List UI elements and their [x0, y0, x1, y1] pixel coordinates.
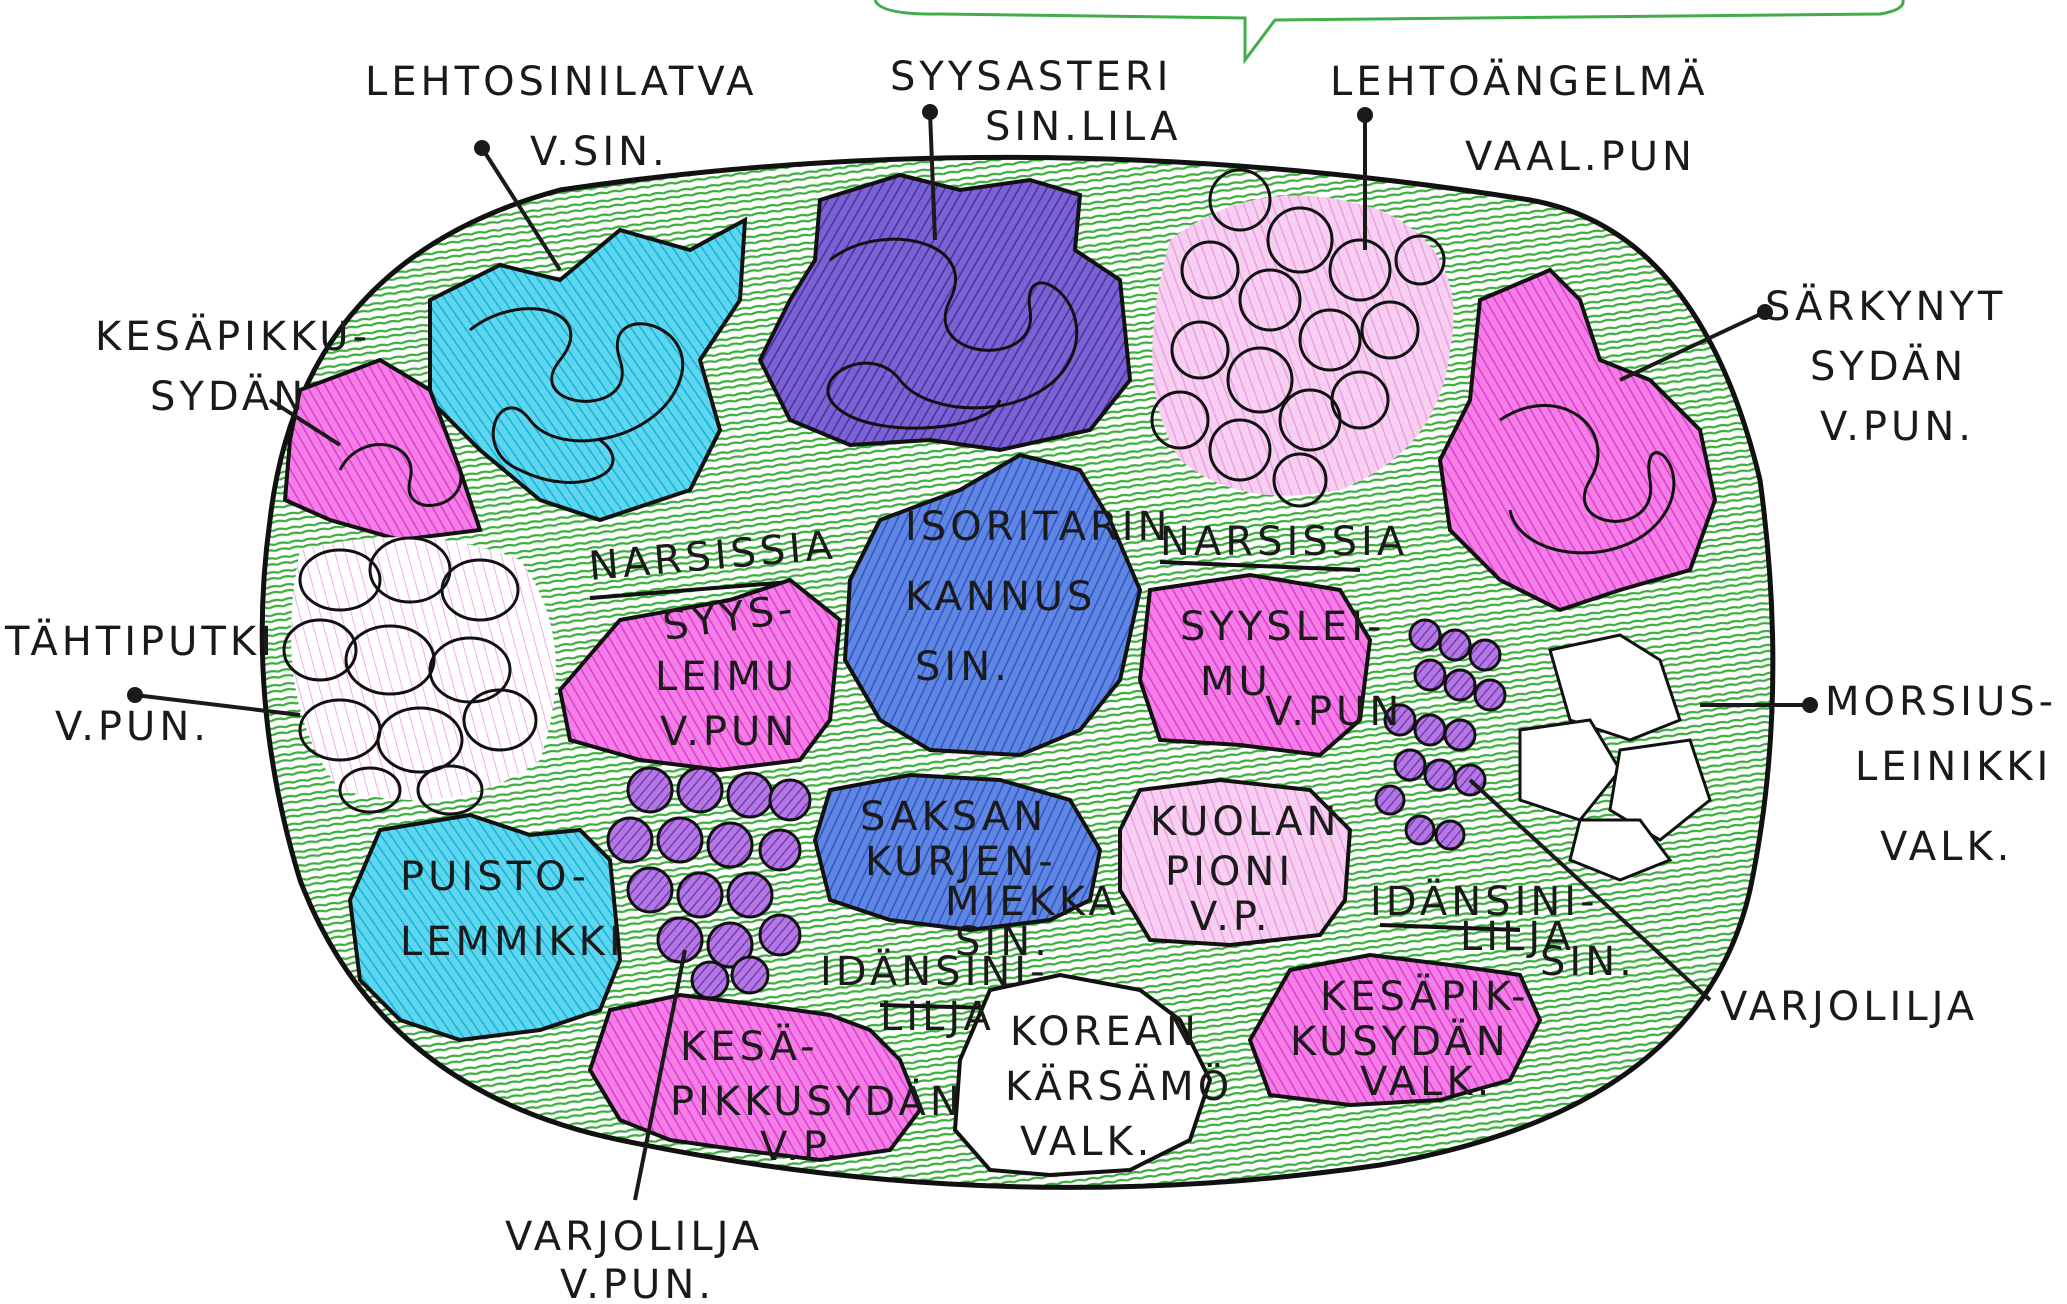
label-koreankarsamo-3: VALK. [1020, 1119, 1153, 1165]
bed-koreankarsamo [952, 972, 1213, 1178]
label-isoritarinkannus-2: KANNUS [905, 574, 1096, 620]
idansinililja-left-underline [879, 1003, 991, 1010]
label-narsissia-right: NARSISSIA [1160, 519, 1408, 565]
label-saksankurjenmiekka-2: KURJEN- [865, 839, 1057, 885]
bed-lehtoangelma [1150, 168, 1454, 508]
plant-labels-inner: NARSISSIA NARSISSIA ISORITARIN KANNUS SI… [400, 504, 1636, 1170]
label-tahtiputki-2: V.PUN. [55, 704, 210, 750]
label-syysasteri: SYYSASTERI [890, 54, 1172, 100]
scribble-sarkynyt-sydan [1499, 403, 1676, 555]
label-syysleimu-right-1: SYYSLEI- [1180, 604, 1385, 650]
label-syysleimu-right-3: V.PUN [1265, 689, 1403, 735]
label-sarkynyt-1: SÄRKYNYT [1765, 282, 2006, 330]
label-syysasteri-color: SIN.LILA [985, 104, 1181, 150]
scribble-syysasteri [826, 237, 1079, 430]
label-isoritarinkannus-3: SIN. [915, 644, 1011, 690]
label-morsius-2: LEINIKKI [1855, 744, 2052, 790]
label-lehtosinilatva: LEHTOSINILATVA [365, 59, 758, 105]
narsissia-right-underline [1159, 560, 1361, 572]
label-saksankurjenmiekka-4: SIN. [955, 919, 1051, 965]
label-kuolanpioni-3: V.P. [1190, 894, 1272, 940]
bed-kuolanpioni [1118, 777, 1353, 948]
label-saksankurjenmiekka-3: MIEKKA [945, 879, 1120, 925]
bed-varjolilja-left [606, 766, 812, 1000]
scribble-lehtosinilatva [469, 307, 684, 484]
label-sarkynyt-3: V.PUN. [1820, 404, 1975, 450]
label-saksankurjenmiekka-1: SAKSAN [860, 794, 1047, 840]
label-idansinililja-left-2: LILJA [880, 994, 995, 1040]
label-kesapikkusydan-bottom-2: PIKKUSYDÄN [670, 1077, 964, 1125]
bed-kesapikkusydan-bottom [587, 992, 923, 1163]
label-koreankarsamo-1: KOREAN [1010, 1009, 1200, 1055]
bed-isoritarinkannus [842, 452, 1143, 758]
bed-sarkynyt-sydan [1437, 267, 1718, 613]
label-kesapikkusydan-left-2: SYDÄN [150, 372, 307, 420]
label-idansinililja-right-3: SIN. [1540, 939, 1636, 985]
label-kesapikkusydan-right-3: VALK. [1360, 1059, 1493, 1105]
bed-kesapikkusydan-left [282, 357, 483, 543]
label-kuolanpioni-1: KUOLAN [1150, 799, 1340, 845]
label-kesapikkusydan-right-1: KESÄPIK- [1320, 972, 1529, 1020]
label-isoritarinkannus-1: ISORITARIN [905, 504, 1171, 550]
bed-syysleimu-left [557, 577, 843, 773]
label-puistolemmikki-1: PUISTO- [400, 854, 590, 900]
bed-kesapikkusydan-right [1247, 952, 1543, 1108]
label-syysleimu-left-2: LEIMU [655, 654, 798, 700]
label-koreankarsamo-2: KÄRSÄMÖ [1005, 1062, 1233, 1110]
label-lehtoangelma-color: VAAL.PUN [1465, 134, 1696, 180]
label-kesapikkusydan-bottom-1: KESÄ- [680, 1022, 819, 1070]
label-morsius-1: MORSIUS- [1825, 679, 2057, 725]
label-kuolanpioni-2: PIONI [1165, 849, 1294, 895]
label-syysleimu-left-3: V.PUN [660, 709, 798, 755]
scribble-kesapikkusydan-left [338, 443, 463, 507]
label-kesapikkusydan-right-2: KUSYDÄN [1290, 1017, 1510, 1065]
bed-lehtosinilatva [428, 216, 748, 523]
label-idansinililja-right-1: IDÄNSINI- [1370, 877, 1599, 925]
label-idansinililja-right-2: LILJA [1460, 914, 1575, 960]
label-kesapikkusydan-bottom-3: V.P. [760, 1124, 842, 1170]
label-idansinililja-left-1: IDÄNSINI- [820, 947, 1049, 995]
bed-puistolemmikki [347, 812, 623, 1043]
label-varjolilja-right: VARJOLILJA [1720, 984, 1978, 1030]
bed-saksankurjenmiekka [812, 772, 1103, 933]
leader-lines [127, 104, 1818, 1201]
label-lehtosinilatva-color: V.SIN. [530, 129, 669, 175]
idansinililja-right-underline [1379, 923, 1521, 932]
label-syysleimu-right-2: MU [1200, 659, 1272, 705]
plant-labels-outer: LEHTOSINILATVA V.SIN. SYYSASTERI SIN.LIL… [4, 54, 2057, 1304]
label-varjolilja-bottom-1: VARJOLILJA [505, 1214, 763, 1260]
bed-syysleimu-right [1137, 572, 1373, 758]
narsissia-left-underline [589, 580, 791, 600]
bed-morsiusleinikki [1518, 633, 1712, 882]
label-tahtiputki-1: TÄHTIPUTKI [4, 617, 276, 665]
label-morsius-3: VALK. [1880, 824, 2013, 870]
speech-bubble-fragment [873, 0, 1905, 65]
label-varjolilja-bottom-2: V.PUN. [560, 1262, 715, 1304]
bed-tahtiputki [282, 536, 556, 816]
label-lehtoangelma: LEHTOÄNGELMÄ [1330, 57, 1709, 105]
label-puistolemmikki-2: LEMMIKKI [400, 919, 625, 965]
label-sarkynyt-2: SYDÄN [1810, 342, 1967, 390]
label-kesapikkusydan-left-1: KESÄPIKKU- [95, 312, 371, 360]
